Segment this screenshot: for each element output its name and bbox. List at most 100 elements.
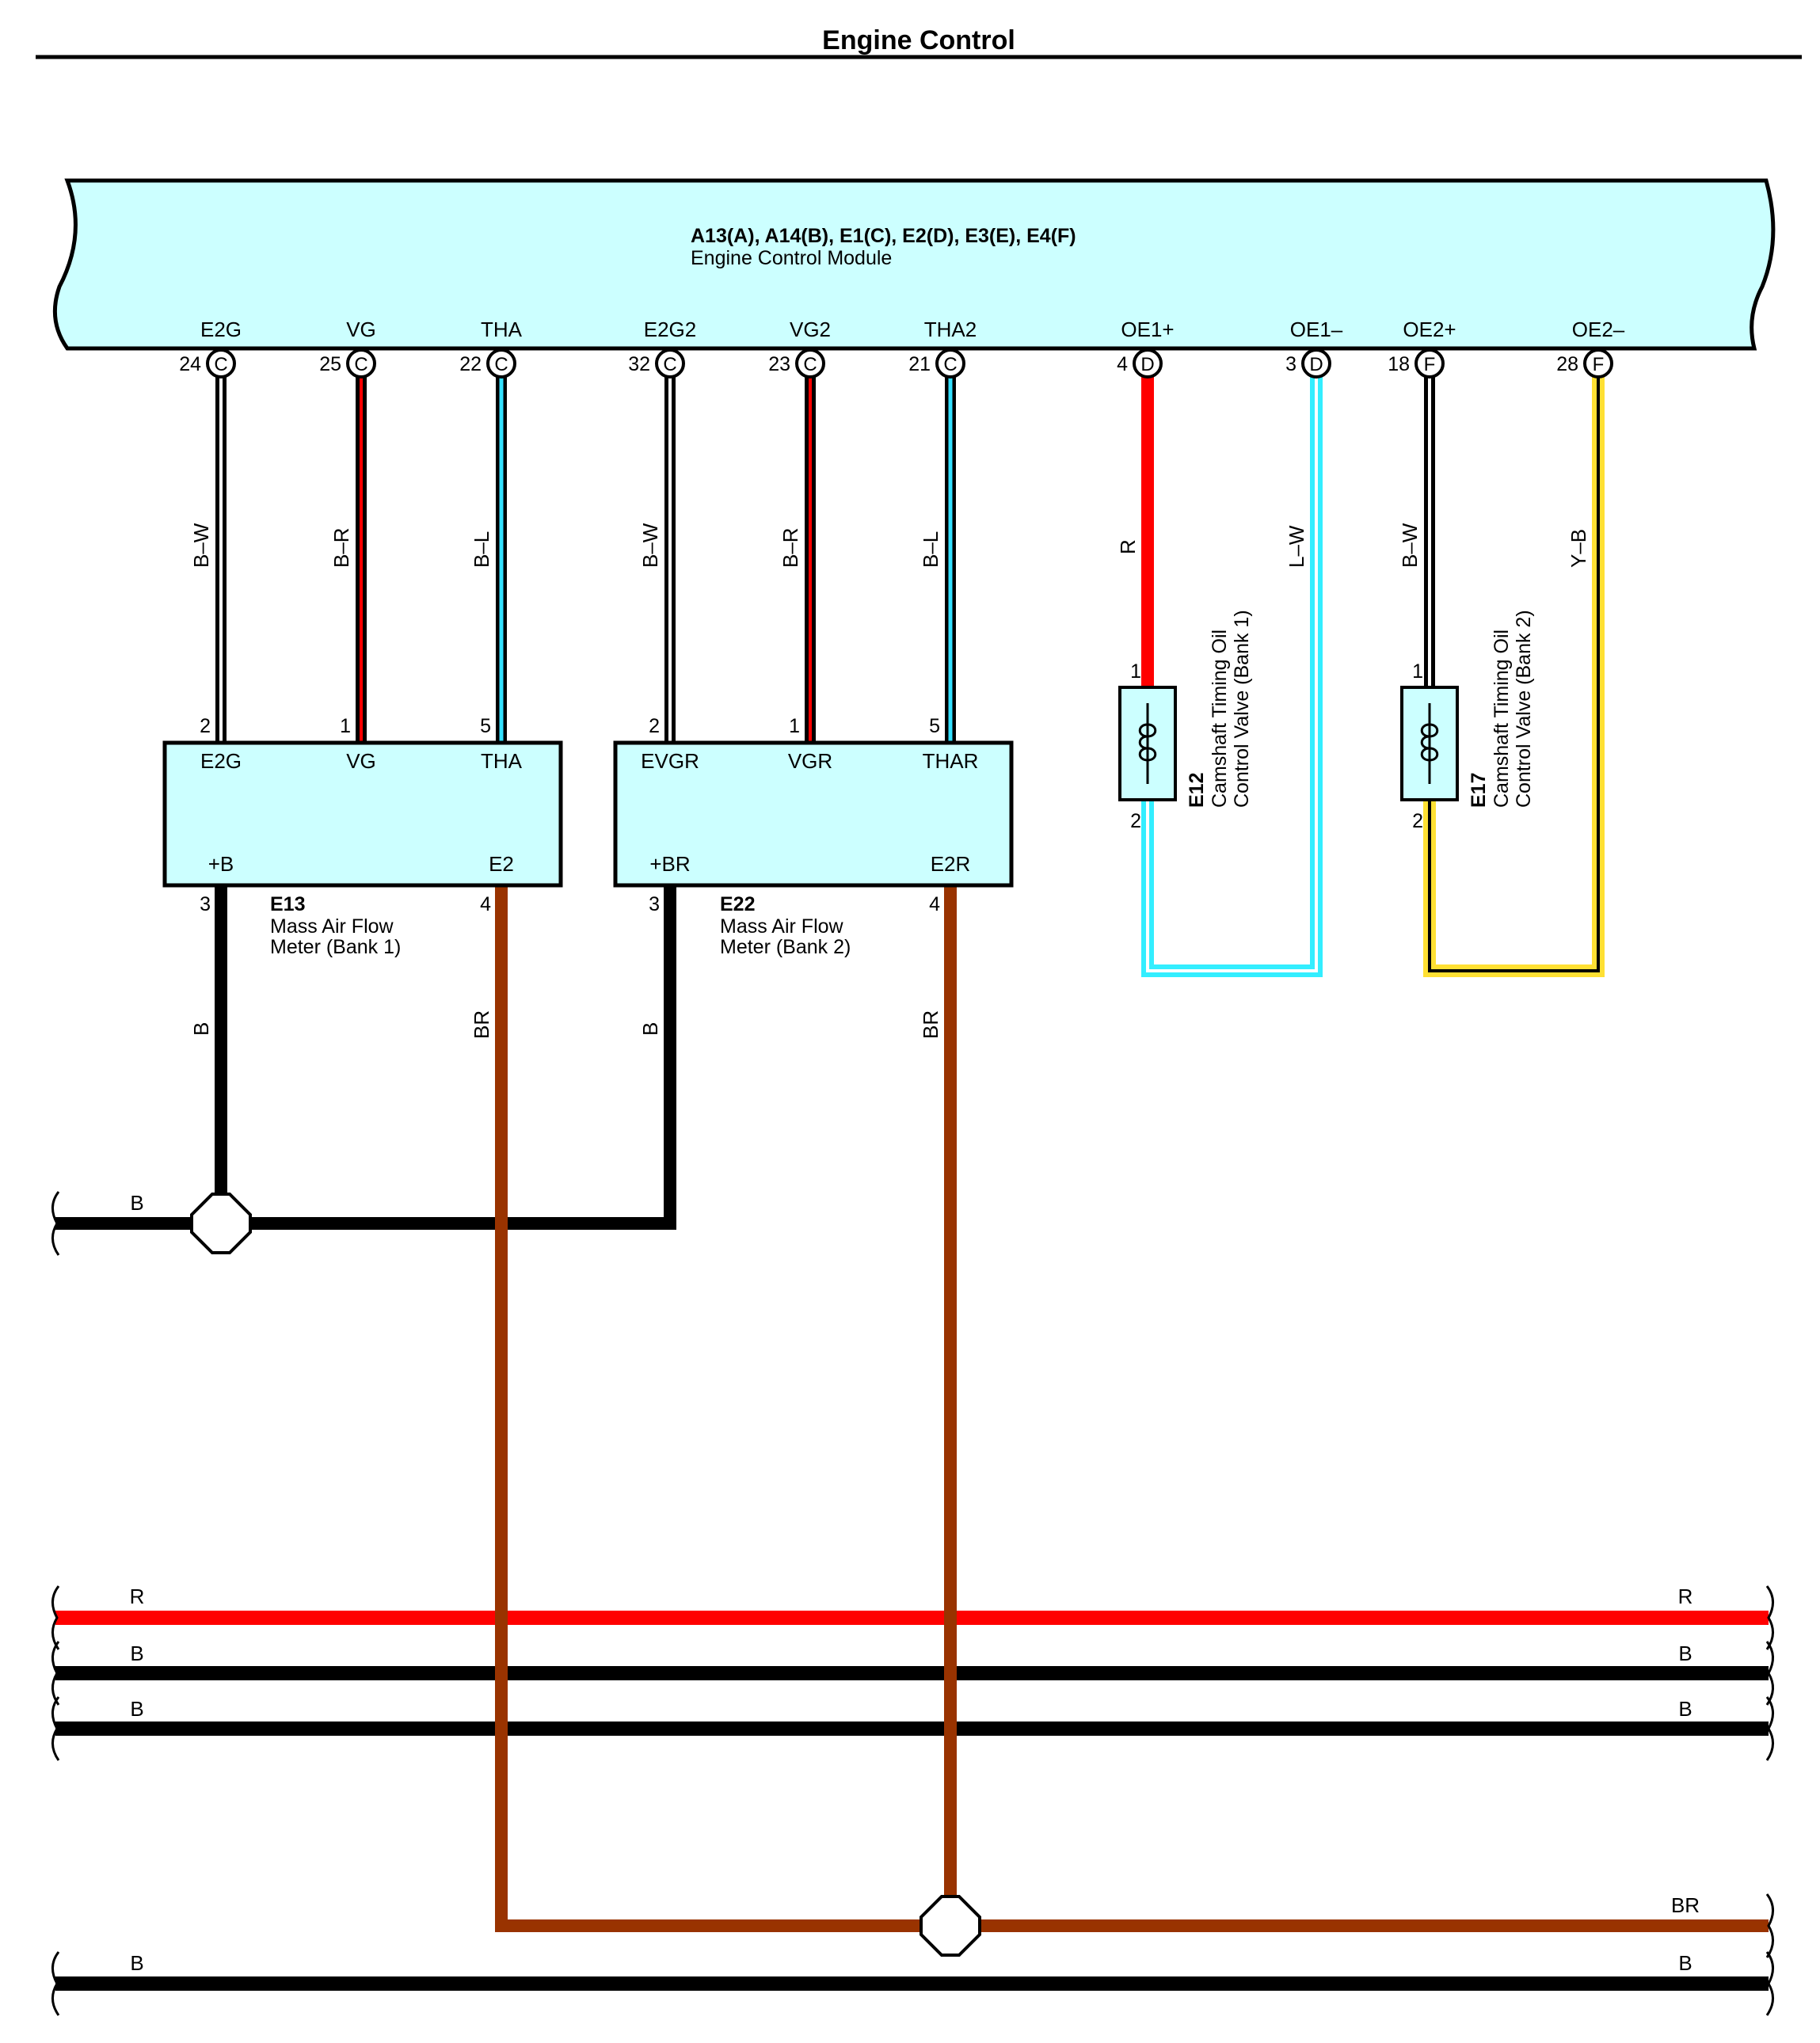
ground-bus-label: B xyxy=(130,1191,143,1215)
ecm-pin-4-num: 4 xyxy=(1117,353,1128,375)
ecm-pin-32-conn: C xyxy=(663,354,676,375)
wire-label-oe2-minus: Y–B xyxy=(1567,529,1590,568)
maf2-id: E22 xyxy=(720,893,755,915)
page-title: Engine Control xyxy=(822,25,1015,55)
maf1-pin-2: 2 xyxy=(200,715,211,737)
ecm-pin-22-num: 22 xyxy=(459,353,482,375)
ecm-pin-32-num: 32 xyxy=(628,353,650,375)
maf2-signal-vgr: VGR xyxy=(788,749,832,773)
ground-splice-point xyxy=(190,1193,252,1254)
ecm-pin-23: C 23 xyxy=(768,348,825,379)
maf1-signal-plus-b: +B xyxy=(208,852,234,876)
wire-label-oe1-minus: L–W xyxy=(1285,525,1308,568)
maf1-signal-tha: THA xyxy=(481,749,523,773)
valve1: 1 2 E12 Camshaft Timing Oil Control Valv… xyxy=(1118,610,1253,832)
maf1-name-line1: Mass Air Flow xyxy=(270,915,394,938)
ecm-pin-28-num: 28 xyxy=(1556,353,1578,375)
ecm-pin-24-conn: C xyxy=(214,354,227,375)
maf2-pin-3: 3 xyxy=(649,893,660,915)
wire-label-e2g2: B–W xyxy=(638,523,662,568)
valve1-pin-1: 1 xyxy=(1130,660,1141,683)
wire-label-tha2: B–L xyxy=(919,531,942,568)
ecm-pin-25: C 25 xyxy=(319,348,376,379)
maf1-name-line2: Meter (Bank 1) xyxy=(270,936,401,958)
ecm-pin-22: C 22 xyxy=(459,348,516,379)
maf1-id: E13 xyxy=(270,893,305,915)
valve2-name-line2: Control Valve (Bank 2) xyxy=(1513,610,1535,808)
valve2-coil-icon xyxy=(1420,723,1439,762)
ecm-pin-25-conn: C xyxy=(354,354,367,375)
bus-black-3-left-label: B xyxy=(130,1951,143,1975)
ecm-signal-oe2-plus: OE2+ xyxy=(1403,318,1456,341)
ecm-signal-e2g2: E2G2 xyxy=(644,318,697,341)
bus-black-2-left-label: B xyxy=(130,1697,143,1721)
ecm-pin-21: C 21 xyxy=(908,348,965,379)
ecm-pin-24-num: 24 xyxy=(179,353,201,375)
bus-red-right-label: R xyxy=(1678,1585,1693,1608)
maf2-signal-evgr: EVGR xyxy=(641,749,699,773)
valve1-name-line2: Control Valve (Bank 1) xyxy=(1231,610,1253,808)
maf1-signal-e2: E2 xyxy=(489,852,514,876)
wire-label-maf1-plus-b: B xyxy=(189,1022,213,1036)
ecm-signal-vg: VG xyxy=(346,318,376,341)
ecm-pin-22-conn: C xyxy=(494,354,508,375)
maf2-name-line1: Mass Air Flow xyxy=(720,915,844,938)
ecm-pin-24: C 24 xyxy=(179,348,236,379)
ecm-body xyxy=(52,178,1776,351)
ecm-pin-3-num: 3 xyxy=(1285,353,1296,375)
maf1-pin-5: 5 xyxy=(480,715,491,737)
valve1-coil-icon xyxy=(1138,723,1157,762)
ecm-signal-labels: E2G VG THA E2G2 VG2 THA2 OE1+ OE1– OE2+ … xyxy=(200,318,1625,341)
maf1-pin-4: 4 xyxy=(480,893,491,915)
wire-ground-b xyxy=(55,885,676,1230)
maf2-signal-plus-br: +BR xyxy=(649,852,690,876)
maf1-pin-1: 1 xyxy=(340,715,351,737)
bus-brown-right-label: BR xyxy=(1671,1893,1700,1917)
wire-oe1-minus xyxy=(1141,372,1323,977)
maf2-pin-4: 4 xyxy=(929,893,940,915)
maf2-pin-1: 1 xyxy=(789,715,800,737)
ecm-pin-18-conn: F xyxy=(1424,354,1436,375)
ecm-pin-23-conn: C xyxy=(803,354,817,375)
valve2-pin-1: 1 xyxy=(1412,660,1423,683)
ecm-signal-tha: THA xyxy=(481,318,523,341)
ecm-pin-4: D 4 xyxy=(1117,348,1163,379)
wire-color-labels: B–W B–R B–L B–W B–R B–L R L–W B–W Y–B B … xyxy=(189,523,1590,1039)
ecm-pin-18: F 18 xyxy=(1388,348,1445,379)
valve1-pin-2: 2 xyxy=(1130,810,1141,832)
ecm-pin-3-conn: D xyxy=(1309,354,1323,375)
valve2-id: E17 xyxy=(1468,773,1490,808)
wire-label-vg2: B–R xyxy=(779,527,802,568)
bus-break-marks xyxy=(51,1191,1774,2016)
wire-label-tha: B–L xyxy=(470,531,493,568)
maf2-pin-5: 5 xyxy=(929,715,940,737)
maf2-pin-2: 2 xyxy=(649,715,660,737)
wire-label-oe1-plus: R xyxy=(1116,539,1140,554)
ecm-pin-28: F 28 xyxy=(1556,348,1613,379)
ecm-connectors: A13(A), A14(B), E1(C), E2(D), E3(E), E4(… xyxy=(691,225,1076,247)
ecm-pin-4-conn: D xyxy=(1140,354,1154,375)
bus-black-1-right-label: B xyxy=(1678,1642,1692,1665)
bus-black-2-right-label: B xyxy=(1678,1697,1692,1721)
ecm-pin-21-num: 21 xyxy=(908,353,931,375)
ecm-signal-oe2-minus: OE2– xyxy=(1572,318,1625,341)
wire-label-oe2-plus: B–W xyxy=(1398,523,1422,568)
ecm-signal-vg2: VG2 xyxy=(790,318,831,341)
ecm-signal-oe1-minus: OE1– xyxy=(1290,318,1343,341)
bus-black-1-left-label: B xyxy=(130,1642,143,1665)
ecm-pin-circles: C 24 C 25 C 22 C 32 C 23 C 21 xyxy=(179,348,1613,379)
valve2-name-line1: Camshaft Timing Oil xyxy=(1491,630,1513,808)
valve2: 1 2 E17 Camshaft Timing Oil Control Valv… xyxy=(1400,610,1535,832)
maf1-signal-vg: VG xyxy=(346,749,376,773)
ecm-pin-28-conn: F xyxy=(1593,354,1605,375)
maf1-pin-3: 3 xyxy=(200,893,211,915)
maf2-name-line2: Meter (Bank 2) xyxy=(720,936,851,958)
valve2-pin-2: 2 xyxy=(1412,810,1423,832)
ecm-pin-18-num: 18 xyxy=(1388,353,1410,375)
ecm-name: Engine Control Module xyxy=(691,247,892,269)
wire-e2-brown xyxy=(495,885,1769,1932)
maf1-meter: E2G VG THA +B E2 2 1 5 3 4 E13 Mass Air … xyxy=(162,715,563,958)
bus-black-3-right-label: B xyxy=(1678,1951,1692,1975)
ecm-signal-e2g: E2G xyxy=(200,318,242,341)
